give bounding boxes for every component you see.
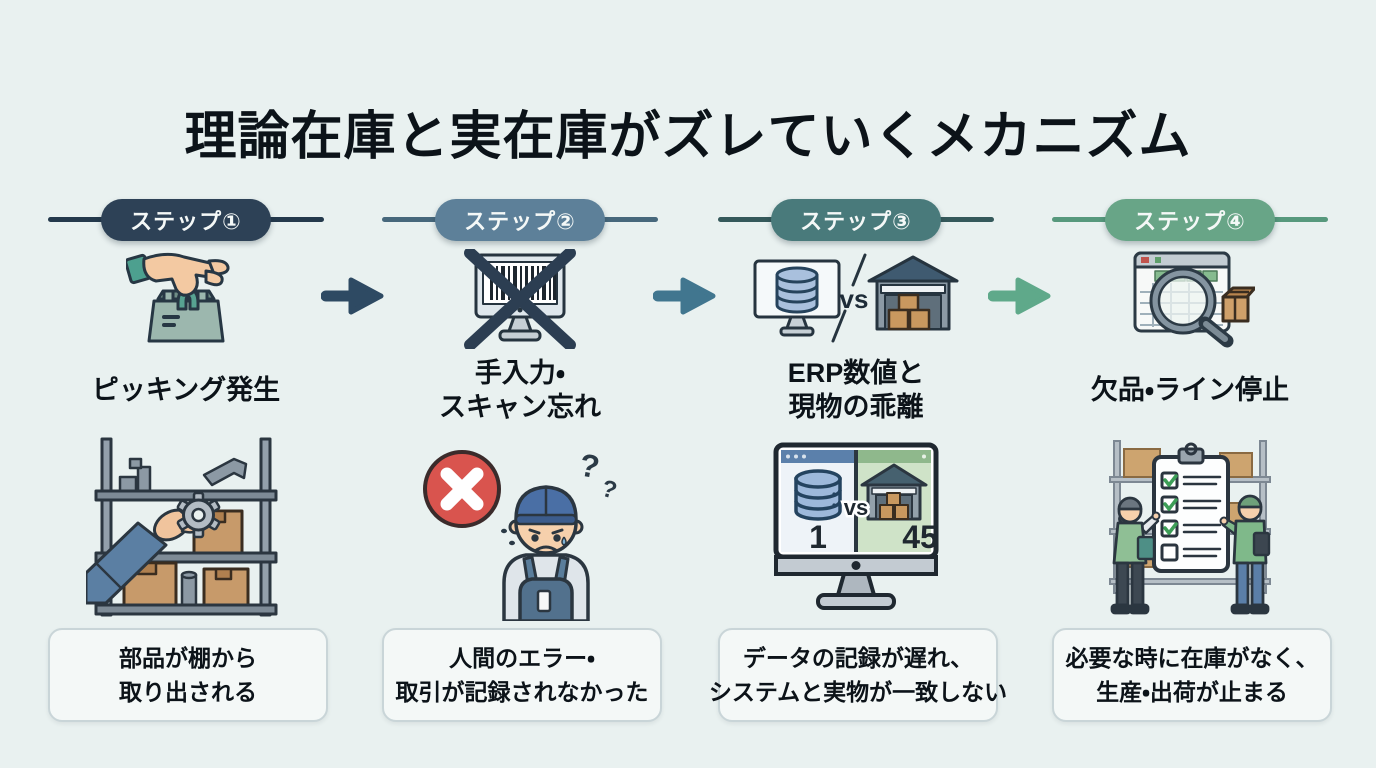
worried-face [528,528,564,553]
step4-caption-box: 必要な時に在庫がなく、 生産・出荷が止まる [1052,628,1332,722]
step3-badge: ステップ③ [771,199,941,241]
checklist-lines [1182,475,1222,558]
error-worker-illustration: ? ? [423,446,620,621]
gear-part-icon [176,491,221,539]
step3-caption: データの記録が遅れ、 システムと実物が一致しない [708,644,1008,706]
error-x-badge-icon [423,450,501,528]
page-title: 理論在庫と実在庫がズレていくメカニズム [184,108,1192,166]
left-worker [1110,496,1161,615]
inventory-audit-magnifier-icon [1133,251,1255,348]
question-marks: ? ? [577,446,620,504]
step2-caption-box: 人間のエラー・ 取引が記録されなかった [382,628,662,722]
crossed-out-barcode-monitor-icon [410,246,630,352]
step3-caption-box: データの記録が遅れ、 システムと実物が一致しない [709,628,1007,722]
flow-arrow-icon [653,277,716,315]
workers-checking-checklist-illustration [1090,430,1290,622]
sweat-drops [501,528,515,546]
checklist-workers-illustration [1109,440,1271,615]
erp-vs-warehouse-icon: vs [746,246,966,352]
step2-badge: ステップ② [435,199,605,241]
svg-text:?: ? [577,446,603,485]
flow-arrow-icon [321,277,384,315]
step4-label: 欠品・ライン停止 [1090,375,1290,406]
erp-vs-warehouse-icon: vs [753,253,959,343]
erp-count-value: 1 [809,519,827,555]
step4-caption: 必要な時に在庫がなく、 生産・出荷が止まる [1065,644,1319,706]
step3-label: ERP数値と 現物の乖離 [787,358,925,422]
actual-count-value: 45 [902,519,938,555]
warehouse-icon [860,463,928,521]
step2-label: 手入力・ スキャン忘れ [439,358,601,422]
step2-caption: 人間のエラー・ 取引が記録されなかった [395,644,649,706]
hand-picking-from-box-icon [76,246,296,352]
inventory-audit-magnifier-icon [1080,246,1300,352]
carton-box-icon [1221,286,1255,323]
shelf-picking-illustration [86,437,278,617]
step1-caption-box: 部品が棚から 取り出される [48,628,328,722]
hand-taking-part-from-shelf-illustration [86,430,286,622]
svg-text:?: ? [598,475,620,505]
vs-label: vs [844,495,868,520]
step1-badge: ステップ① [101,199,271,241]
error-mark-and-confused-worker-illustration: ? ? [420,430,620,622]
sweat-drop [561,536,567,546]
step1-label: ピッキング発生 [91,375,281,406]
database-icon [794,469,842,521]
crossed-out-barcode-monitor-icon [464,249,576,349]
large-clipboard-icon [1152,442,1230,573]
step1-caption: 部品が棚から 取り出される [119,644,257,706]
cross-out-x-icon [464,249,576,349]
right-worker [1219,494,1271,615]
flow-arrow-icon [988,277,1051,315]
check-marks [1163,474,1178,535]
step4-badge: ステップ④ [1105,199,1275,241]
magnifier-glass-icon [1149,267,1234,348]
vs-label: vs [840,284,869,314]
monitor-comparison-illustration: 1 45 vs [773,442,939,610]
monitor-erp-vs-actual-illustration: 1 45 vs [756,430,956,622]
hand-picking-from-box-icon [126,252,230,343]
